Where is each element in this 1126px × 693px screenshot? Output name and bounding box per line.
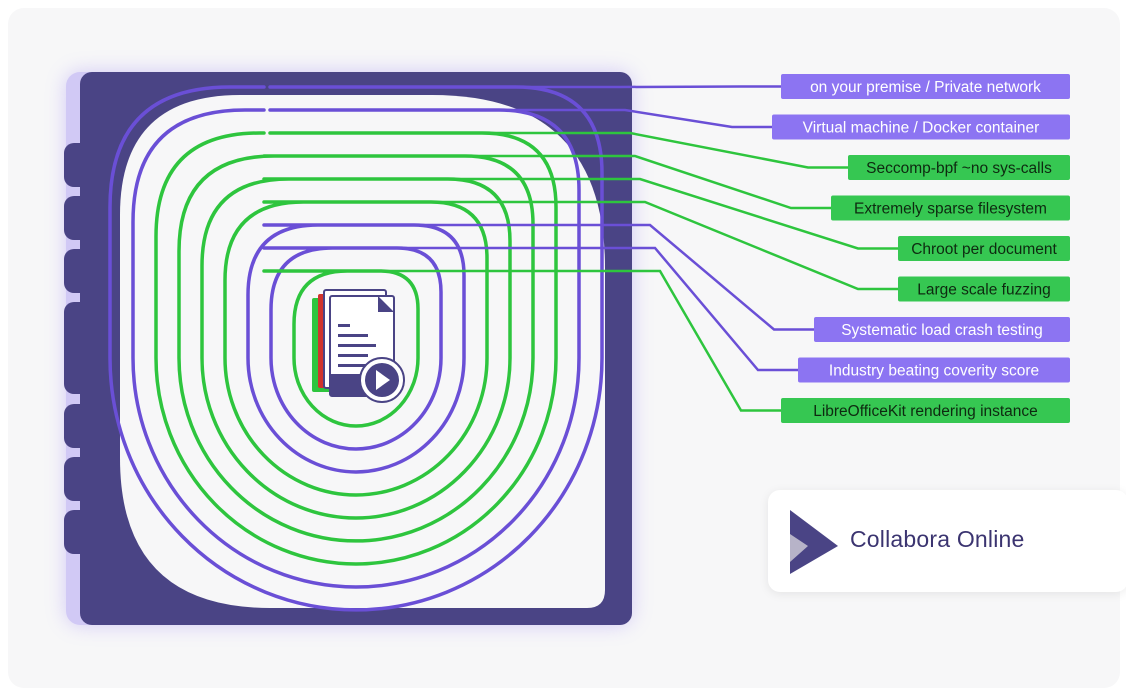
- layer-connector: [465, 154, 831, 210]
- security-ring: [131, 108, 581, 589]
- layer-connector: [448, 177, 898, 250]
- layer-label-text: Systematic load crash testing: [841, 322, 1043, 339]
- layer-connector: [516, 85, 781, 89]
- layer-label: Large scale fuzzing: [898, 276, 1070, 302]
- layer-connector: [482, 131, 848, 169]
- layer-label-text: Chroot per document: [911, 241, 1057, 258]
- layer-label: Seccomp-bpf ~no sys-calls: [848, 155, 1070, 180]
- security-ring: [262, 269, 420, 428]
- security-ring: [200, 177, 512, 520]
- layer-label: Virtual machine / Docker container: [772, 114, 1070, 140]
- layer-label-box: [798, 357, 1070, 383]
- layer-label-box: [781, 398, 1070, 423]
- layer-connector: [431, 200, 898, 291]
- layer-connector: [414, 223, 814, 331]
- layer-label-box: [814, 317, 1070, 342]
- security-ring: [154, 131, 558, 566]
- layer-label-box: [772, 114, 1070, 140]
- layer-label-box: [898, 236, 1070, 261]
- layer-label: Systematic load crash testing: [814, 317, 1070, 342]
- layer-label-box: [781, 74, 1070, 99]
- logo-text: Collabora Online: [850, 526, 1025, 552]
- layer-label: Industry beating coverity score: [798, 357, 1070, 383]
- layer-label-box: [898, 276, 1070, 302]
- security-ring: [246, 223, 466, 474]
- layer-label-text: Large scale fuzzing: [917, 282, 1051, 299]
- layer-label: Extremely sparse filesystem: [831, 195, 1070, 221]
- layer-label-box: [848, 155, 1070, 180]
- security-ring: [262, 246, 443, 451]
- document-stack-icon: [312, 289, 405, 403]
- layer-connector: [397, 246, 798, 372]
- layer-label: on your premise / Private network: [781, 74, 1070, 99]
- security-ring: [108, 85, 604, 612]
- security-ring: [223, 200, 489, 497]
- layer-connector: [380, 269, 781, 412]
- layer-label-text: Virtual machine / Docker container: [803, 120, 1040, 137]
- layer-label-text: Industry beating coverity score: [829, 363, 1039, 380]
- layer-label: LibreOfficeKit rendering instance: [781, 398, 1070, 423]
- layer-connector: [499, 108, 772, 129]
- layer-label-box: [831, 195, 1070, 221]
- collabora-logo-card: Collabora Online: [768, 490, 1126, 592]
- layer-label-text: Extremely sparse filesystem: [854, 201, 1047, 218]
- layer-label: Chroot per document: [898, 236, 1070, 261]
- layer-label-text: LibreOfficeKit rendering instance: [813, 403, 1038, 420]
- layer-label-text: Seccomp-bpf ~no sys-calls: [866, 160, 1052, 177]
- collabora-logo-icon: [790, 510, 838, 574]
- layer-label-text: on your premise / Private network: [810, 79, 1041, 96]
